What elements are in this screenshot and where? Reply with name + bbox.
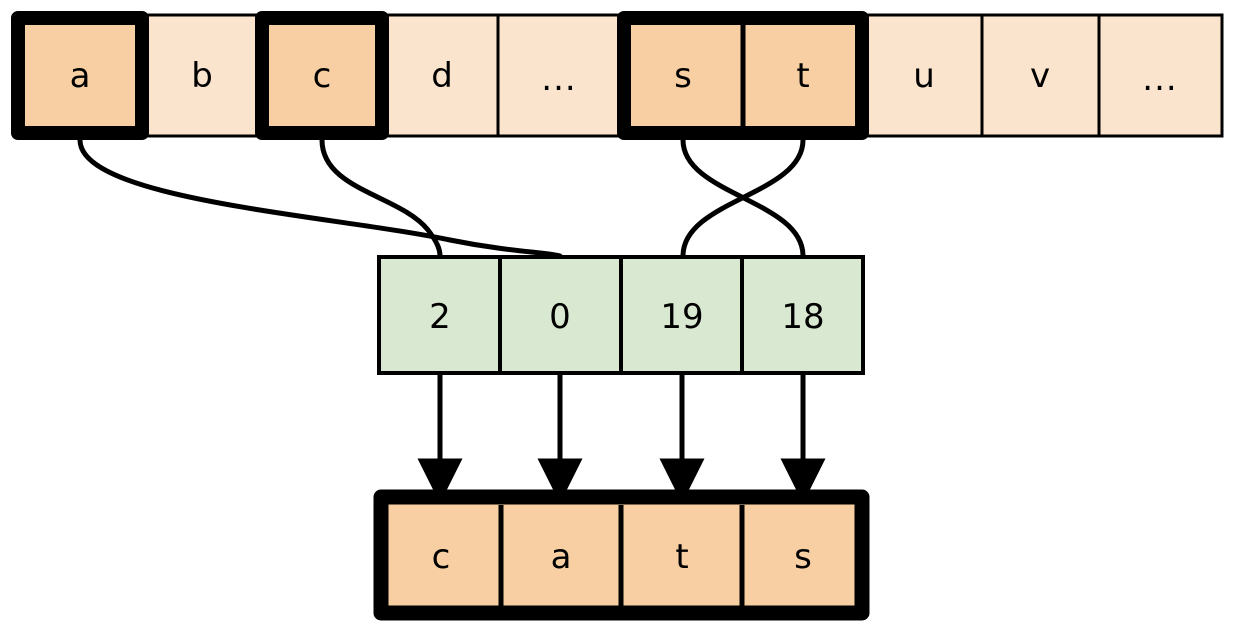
index-strip: 2 0 19 18 [377,255,865,375]
result-strip: c a t s [373,489,870,621]
connector-curves [77,137,806,259]
alphabet-cell-ellipsis-2[interactable] [1097,13,1224,138]
alphabet-cell-ellipsis-1[interactable] [496,13,622,138]
curve-c-to-index-2 [319,137,443,259]
index-to-result-arrows [417,375,826,504]
index-cell-1[interactable] [498,255,623,375]
index-cell-3[interactable] [740,255,865,375]
alphabet-cell-v[interactable] [980,13,1101,138]
curve-a-to-index-0 [77,137,563,259]
alphabet-cell-u[interactable] [864,13,984,138]
alphabet-cell-a[interactable] [11,11,149,140]
alphabet-cell-d[interactable] [384,13,500,138]
index-cell-2[interactable] [619,255,744,375]
alphabet-cell-c[interactable] [255,11,389,140]
alphabet-strip: a b c d ... s t u v ... [11,11,1224,140]
curve-t-to-index-19 [680,137,806,259]
index-cell-0[interactable] [377,255,502,375]
alphabet-cell-b[interactable] [144,13,260,138]
